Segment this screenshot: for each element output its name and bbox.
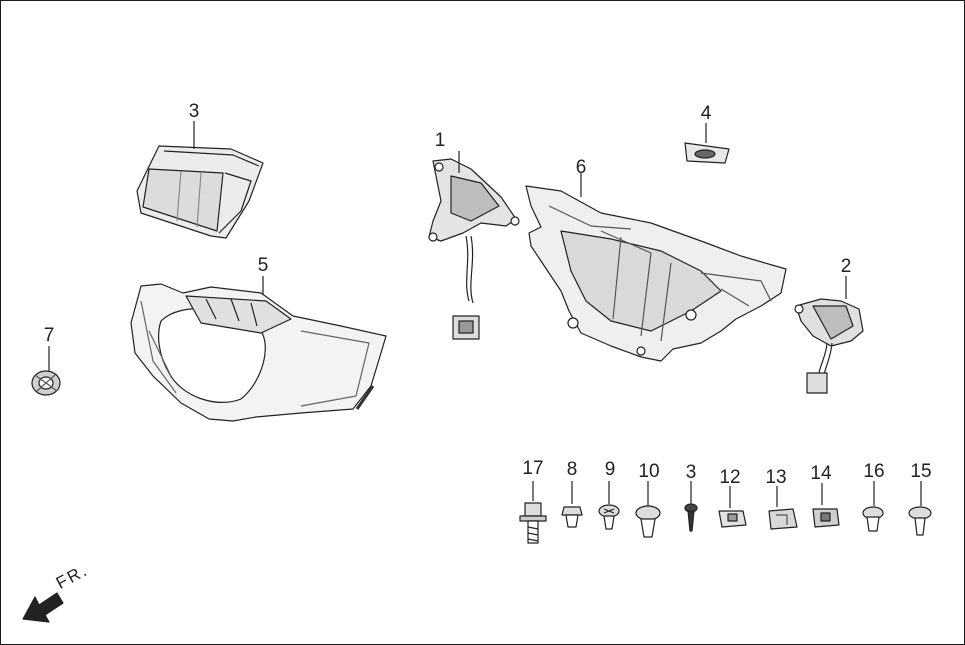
part-17-flange-bolt [519, 481, 547, 544]
callout-3-screw: 3 [685, 462, 697, 483]
part-3-tapping-screw [684, 481, 698, 532]
callout-8: 8 [566, 459, 578, 480]
callout-12: 12 [719, 467, 741, 488]
callout-1: 1 [434, 130, 446, 151]
callout-13: 13 [765, 467, 787, 488]
callout-16: 16 [863, 461, 885, 482]
front-direction-arrow-icon [22, 592, 64, 623]
part-10-screw [635, 481, 661, 538]
part-5-lower-cover [130, 276, 387, 422]
part-2-right-switch [794, 276, 864, 394]
part-3-meter-cover [136, 121, 264, 239]
callout-3-cover: 3 [188, 101, 200, 122]
callout-15: 15 [910, 461, 932, 482]
callout-10: 10 [638, 461, 660, 482]
part-13-clip [768, 486, 798, 530]
part-15-screw [908, 481, 932, 536]
part-7-grommet [31, 346, 61, 396]
part-6-upper-frame [525, 173, 787, 362]
part-4-emblem [684, 123, 730, 164]
callout-4: 4 [700, 103, 712, 124]
part-16-screw [862, 481, 884, 532]
part-1-left-switch [428, 151, 520, 340]
part-12-clip-nut [718, 486, 747, 528]
callout-2: 2 [840, 256, 852, 277]
part-9-screw [598, 481, 620, 530]
callout-9: 9 [604, 459, 616, 480]
callout-6: 6 [575, 157, 587, 178]
callout-14: 14 [810, 463, 832, 484]
part-14-clip-nut [812, 483, 840, 528]
callout-7: 7 [43, 325, 55, 346]
callout-17: 17 [522, 458, 544, 479]
part-8-screw [561, 481, 583, 528]
callout-5: 5 [257, 255, 269, 276]
